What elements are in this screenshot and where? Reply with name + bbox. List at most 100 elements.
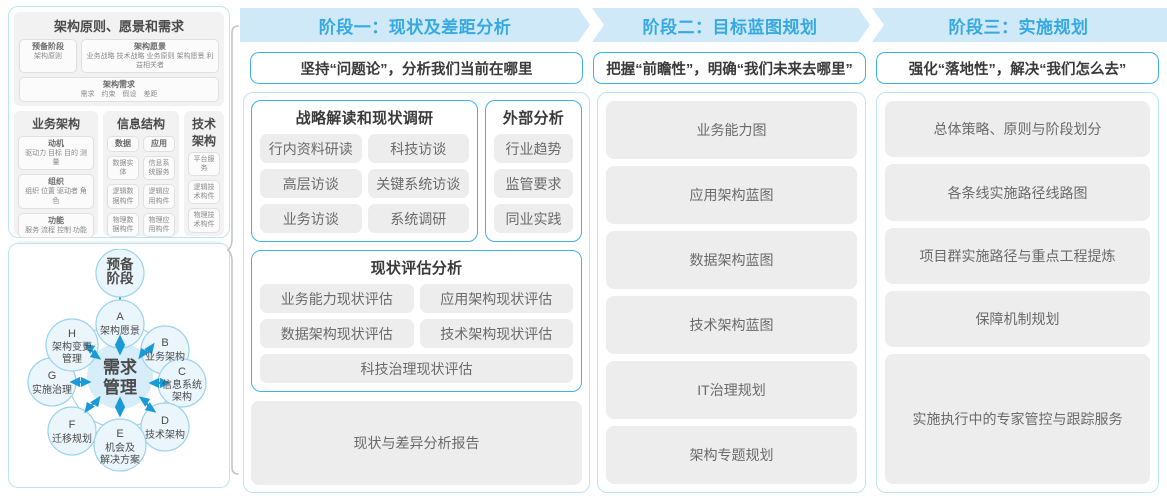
business-architecture-pane: 业务架构 动机 驱动力 目标 目的 测量 组织 组织 位置 驱动者 角色 功能: [14, 111, 98, 238]
logical-technology-label: 逻辑技术构件: [193, 184, 215, 201]
technology-architecture-pane: 技术架构 平台服务 逻辑技术构件 物理技术构件: [184, 111, 224, 237]
external-analysis-title: 外部分析: [502, 110, 565, 127]
phase-2-item[interactable]: 业务能力图: [606, 101, 857, 159]
grouping-bracket: [226, 24, 242, 481]
external-chip[interactable]: 监管要求: [494, 169, 573, 198]
architecture-vision-sub: 业务战略 技术战略 业务原则 架构愿景 利益相关者: [86, 53, 214, 70]
adm-cycle-diagram: 预备 阶段 需求 管理 A 架构愿景 B 业务架构 C 信息系统 架构 D 技术…: [14, 249, 224, 482]
phase-2-item[interactable]: 技术架构蓝图: [606, 296, 857, 354]
phase-3-item-list: 总体策略、原则与阶段划分 各条线实施路径线路图 项目群实施路径与重点工程提炼 保…: [885, 101, 1150, 484]
function-title: 功能: [48, 215, 64, 225]
data-subcolumn: 数据 数据实体 逻辑数据构件 物理数据构件: [107, 136, 139, 237]
research-chip[interactable]: 关键系统访谈: [367, 169, 469, 198]
left-column: 架构原则、愿景和需求 预备阶段 架构原则 架构愿景 业务战略 技术战略 业务原则…: [8, 6, 230, 493]
phase-1-panel: 战略解读和现状调研 行内资料研读 科技访谈 高层访谈 关键系统访谈 业务访谈 系…: [243, 92, 590, 493]
strategy-research-chip-grid: 行内资料研读 科技访谈 高层访谈 关键系统访谈 业务访谈 系统调研: [260, 134, 469, 233]
cycle-center-circle: [87, 343, 153, 409]
node-e-key: E: [116, 428, 123, 440]
phase-banner-strip: 阶段一：现状及差距分析 阶段二：目标蓝图规划 阶段三：实施规划: [240, 8, 1167, 42]
research-chip[interactable]: 系统调研: [367, 204, 469, 233]
prelim-phase-box: 预备阶段 架构原则: [19, 39, 77, 74]
logical-application-label: 逻辑应用构件: [148, 188, 170, 205]
phase-3-subtitle-text: 强化“落地性”，解决“我们怎么去”: [908, 61, 1127, 78]
node-a-key: A: [116, 311, 124, 323]
data-entity-box: 数据实体: [107, 156, 139, 181]
motivation-box: 动机 驱动力 目标 目的 测量: [18, 136, 94, 171]
external-chip[interactable]: 行业趋势: [494, 134, 573, 163]
architecture-vision-box: 架构愿景 业务战略 技术战略 业务原则 架构愿景 利益相关者: [81, 39, 219, 74]
current-state-assessment-title: 现状评估分析: [370, 260, 463, 277]
physical-data-box: 物理数据构件: [107, 212, 139, 237]
node-f-label: 迁移规划: [52, 432, 92, 445]
assessment-chip[interactable]: 业务能力现状评估: [260, 284, 414, 313]
assessment-chip[interactable]: 应用架构现状评估: [419, 284, 573, 313]
strategy-research-title: 战略解读和现状调研: [295, 110, 434, 127]
architecture-requirements-title: 架构需求: [103, 80, 135, 90]
logical-application-box: 逻辑应用构件: [143, 184, 175, 209]
organization-sub: 组织 位置 驱动者 角色: [25, 188, 87, 205]
cycle-center-line1: 需求: [103, 357, 137, 377]
info-system-service-box: 信息系统服务: [143, 156, 175, 181]
external-analysis-card: 外部分析 行业趋势 监管要求 同业实践: [485, 100, 582, 242]
phase-2-item[interactable]: 架构专题规划: [606, 426, 857, 484]
assessment-chip[interactable]: 科技治理现状评估: [260, 354, 573, 383]
gap-analysis-report-chip[interactable]: 现状与差异分析报告: [251, 401, 582, 485]
info-system-service-label: 信息系统服务: [148, 160, 170, 177]
node-e-label-line1: 机会及: [105, 441, 135, 454]
phase-3-banner: 阶段三：实施规划: [870, 8, 1167, 42]
function-box: 功能 服务 流程 控制 功能: [18, 212, 94, 238]
phase-3-banner-text: 阶段三：实施规划: [948, 17, 1089, 37]
prelim-phase-sub: 架构原则: [34, 53, 62, 60]
data-header-box: 数据: [107, 136, 139, 153]
data-entity-label: 数据实体: [112, 160, 134, 177]
physical-data-label: 物理数据构件: [112, 216, 134, 233]
external-chip[interactable]: 同业实践: [494, 204, 573, 233]
platform-service-label: 平台服务: [193, 156, 215, 173]
preliminary-circle: [95, 249, 145, 298]
phase-3-item[interactable]: 项目群实施路径与重点工程提炼: [885, 227, 1150, 285]
platform-service-box: 平台服务: [188, 152, 220, 177]
node-d-key: D: [161, 415, 169, 427]
organization-box: 组织 组织 位置 驱动者 角色: [18, 174, 94, 209]
logical-data-box: 逻辑数据构件: [107, 184, 139, 209]
research-chip[interactable]: 科技访谈: [367, 134, 469, 163]
phase-2-panel: 业务能力图 应用架构蓝图 数据架构蓝图 技术架构蓝图 IT治理规划 架构专题规划: [597, 92, 866, 493]
framework-title: 架构原则、愿景和需求: [53, 19, 184, 34]
node-a-label: 架构愿景: [100, 324, 140, 337]
phase-3-item[interactable]: 总体策略、原则与阶段划分: [885, 101, 1150, 158]
research-chip[interactable]: 高层访谈: [260, 169, 362, 198]
application-header-box: 应用: [143, 136, 175, 153]
architecture-vision-title: 架构愿景: [134, 42, 166, 51]
phase-2-item-list: 业务能力图 应用架构蓝图 数据架构蓝图 技术架构蓝图 IT治理规划 架构专题规划: [606, 101, 857, 484]
phase-2-item[interactable]: IT治理规划: [606, 361, 857, 419]
phase-3-item[interactable]: 各条线实施路径线路图: [885, 164, 1150, 221]
node-b-label: 业务架构: [145, 350, 185, 363]
current-state-assessment-card: 现状评估分析 业务能力现状评估 应用架构现状评估 数据架构现状评估 技术架构现状…: [251, 250, 582, 392]
motivation-title: 动机: [48, 139, 64, 149]
phase-2-item[interactable]: 应用架构蓝图: [606, 166, 857, 224]
phase-3-item[interactable]: 实施执行中的专家管控与跟踪服务: [885, 354, 1150, 484]
data-header-title: 数据: [115, 139, 131, 149]
research-chip[interactable]: 行内资料研读: [260, 134, 362, 163]
application-subcolumn: 应用 信息系统服务 逻辑应用构件 物理应用构件: [143, 136, 175, 237]
phase-2-banner-text: 阶段二：目标蓝图规划: [642, 17, 818, 37]
cycle-center-line2: 管理: [103, 377, 137, 397]
node-c-label-line1: 信息系统: [162, 378, 202, 391]
framework-principles-group: 架构原则、愿景和需求 预备阶段 架构原则 架构愿景 业务战略 技术战略 业务原则…: [14, 12, 224, 107]
node-circle-d: [140, 402, 190, 452]
architecture-requirements-box: 架构需求 需求 约束 假设 差距: [19, 77, 219, 103]
node-circle-f: [47, 406, 97, 456]
assessment-chip[interactable]: 数据架构现状评估: [260, 319, 414, 348]
assessment-chip[interactable]: 技术架构现状评估: [419, 319, 573, 348]
physical-application-box: 物理应用构件: [143, 212, 175, 237]
phase-1-banner: 阶段一：现状及差距分析: [240, 8, 590, 42]
research-chip[interactable]: 业务访谈: [260, 204, 362, 233]
phase-2-banner: 阶段二：目标蓝图规划: [590, 8, 870, 42]
external-analysis-chip-grid: 行业趋势 监管要求 同业实践: [494, 134, 573, 233]
phase-3-item[interactable]: 保障机制规划: [885, 291, 1150, 348]
preliminary-label-line1: 预备: [107, 256, 134, 272]
node-h-label-line1: 架构变更: [52, 340, 92, 353]
node-circle-e: [93, 418, 147, 472]
phase-2-item[interactable]: 数据架构蓝图: [606, 231, 857, 289]
